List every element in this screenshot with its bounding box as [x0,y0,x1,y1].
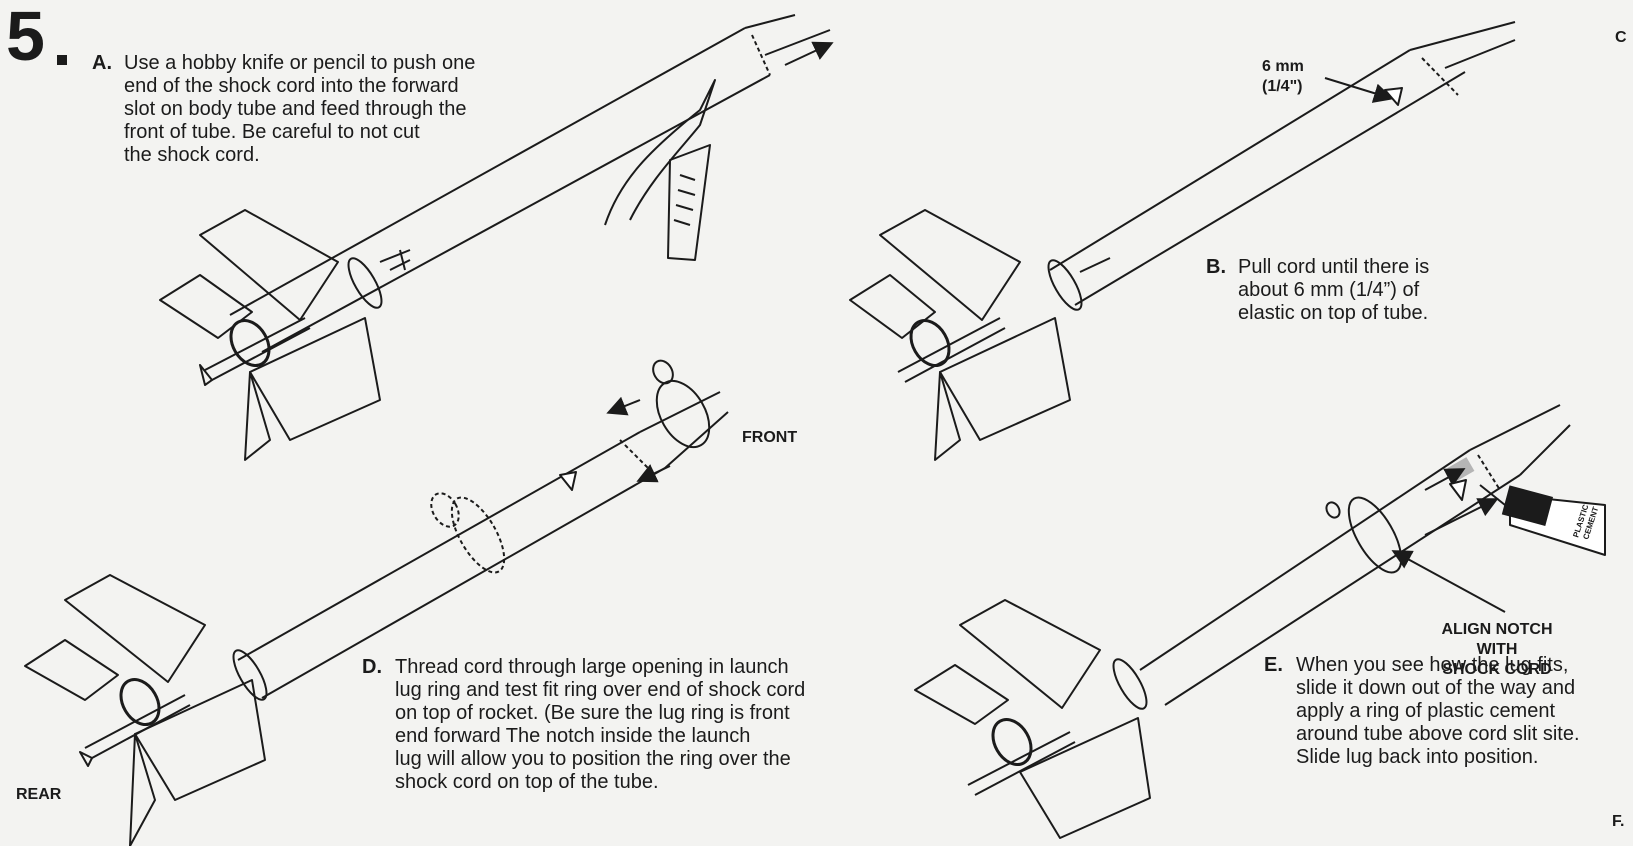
step-e-instruction: E. When you see how the lug fits, slide … [1264,654,1580,769]
step-a-instruction: A. Use a hobby knife or pencil to push o… [92,52,475,167]
rocket-diagram-b [849,21,1516,461]
step-a-line-4: front of tube. Be careful to not cut [124,121,420,143]
step-d-line-1: Thread cord through large opening in lau… [395,656,789,678]
step-e-letter: E. [1264,654,1283,676]
edge-label-c: C [1615,29,1627,46]
step-d-line-5: lug will allow you to position the ring … [395,748,791,770]
rocket-diagram-a [159,14,834,461]
front-label: FRONT [742,429,798,446]
align-notch-label: ALIGN NOTCH WITH SHOCK CORD [1422,620,1572,680]
step-e-line-2: slide it down out of the way and [1296,677,1576,699]
step-d-line-4: end forward The notch inside the launch [395,725,751,747]
step-b-letter: B. [1206,256,1226,278]
step-number: 5 [6,0,45,75]
step-d-line-3: on top of rocket. (Be sure the lug ring … [395,702,790,724]
rear-label: REAR [16,786,62,803]
measurement-label-mm: 6 mm [1262,58,1304,75]
step-a-letter: A. [92,52,112,74]
step-e-line-4: around tube above cord slit site. [1296,723,1580,745]
step-d-line-2: lug ring and test fit ring over end of s… [395,679,806,701]
step-d-letter: D. [362,656,382,678]
step-a-line-5: the shock cord. [124,144,260,166]
step-b-line-2: about 6 mm (1/4”) of [1238,279,1420,301]
step-b-instruction: B. Pull cord until there is about 6 mm (… [1206,256,1429,325]
edge-label-f: F. [1612,813,1625,830]
step-e-line-1: When you see how the lug fits, [1296,654,1569,676]
step-d-instruction: D. Thread cord through large opening in … [362,656,805,794]
align-notch-line-2: SHOCK CORD [1442,661,1552,678]
step-b-line-3: elastic on top of tube. [1238,302,1429,324]
step-a-line-3: slot on body tube and feed through the [124,98,467,120]
step-a-line-1: Use a hobby knife or pencil to push one [124,52,476,74]
step-a-line-2: end of the shock cord into the forward [124,75,459,97]
align-notch-line-1: ALIGN NOTCH WITH [1441,621,1553,658]
step-bullet [57,55,67,65]
step-b-line-1: Pull cord until there is [1238,256,1430,278]
step-e-line-5: Slide lug back into position. [1296,746,1539,768]
rocket-diagram-e [914,404,1606,839]
step-d-line-6: shock cord on top of the tube. [395,771,659,793]
measurement-label-inch: (1/4") [1262,78,1303,95]
step-e-line-3: apply a ring of plastic cement [1296,700,1556,722]
rocket-diagram-d [24,359,729,846]
